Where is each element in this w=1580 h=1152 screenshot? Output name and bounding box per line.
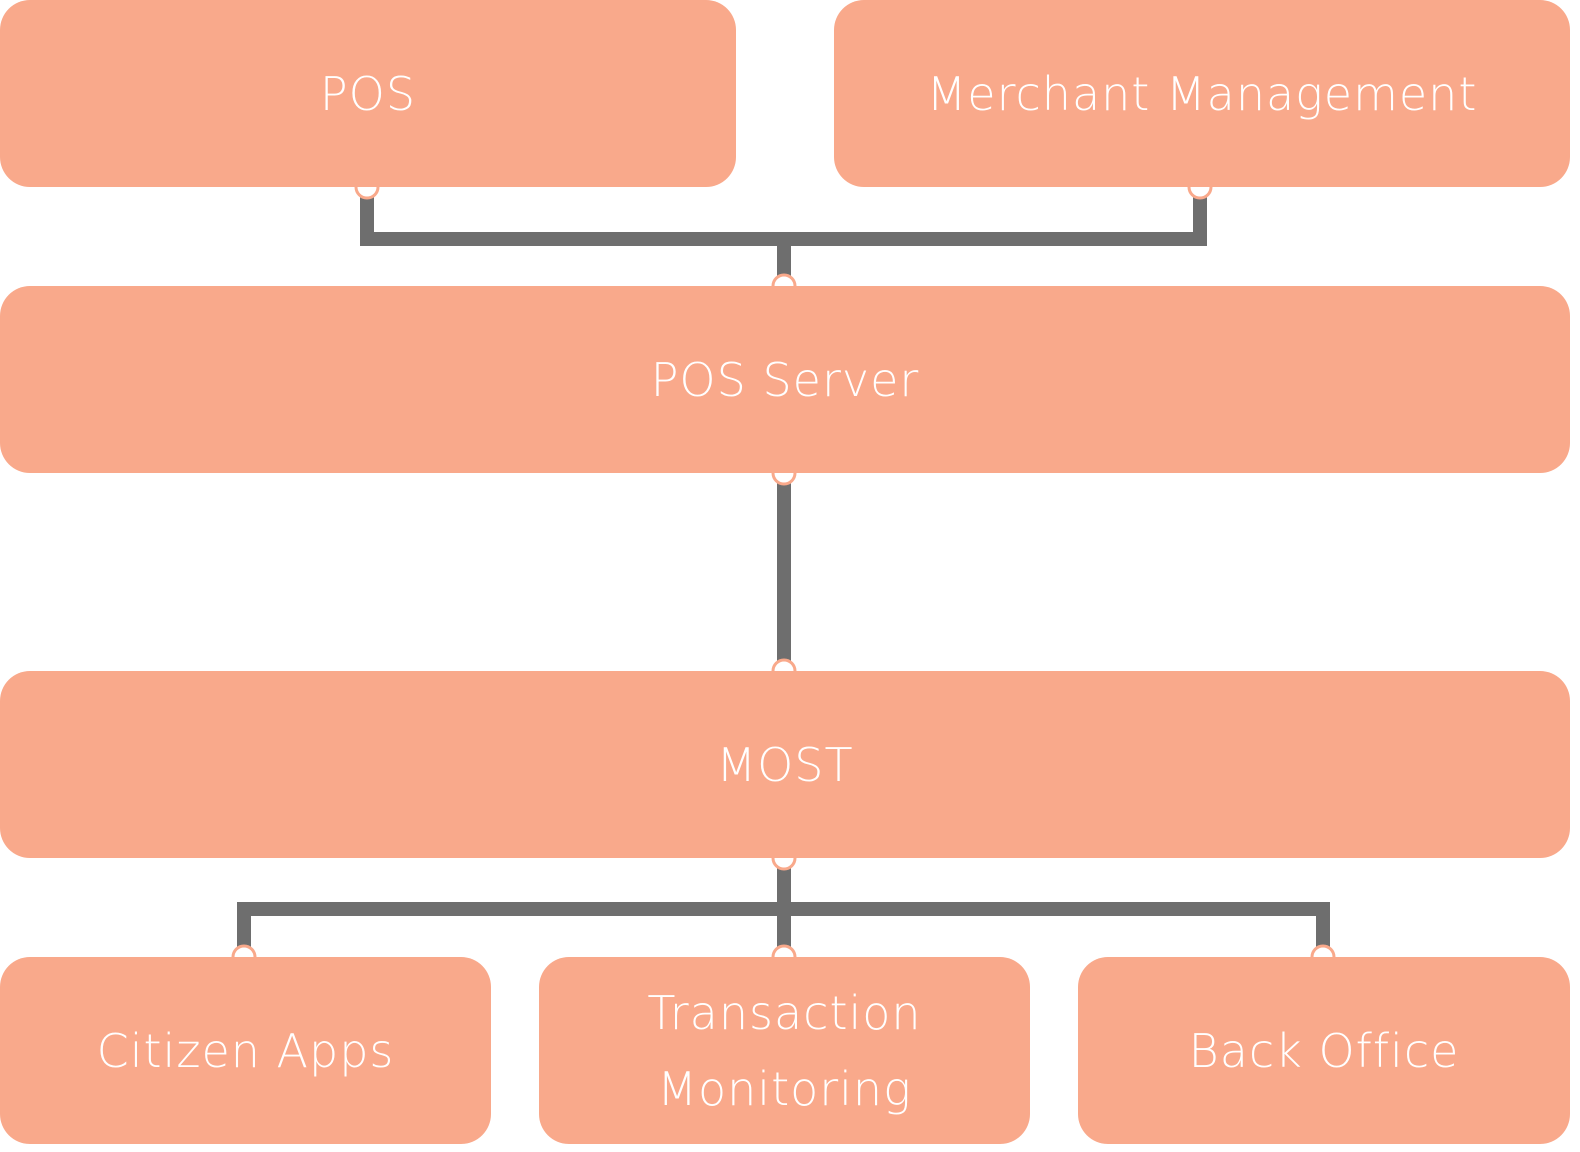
node-transaction-monitoring: Transaction Monitoring [539, 957, 1030, 1144]
node-most: MOST [0, 671, 1570, 858]
edge-merchant-to-posserver [784, 187, 1207, 246]
edge-pos-to-posserver [360, 187, 791, 286]
node-pos-server: POS Server [0, 286, 1570, 473]
node-pos-server-label: POS Server [650, 352, 920, 407]
node-back-office-label: Back Office [1188, 1023, 1460, 1078]
node-pos-label: POS [319, 66, 417, 121]
node-citizen-apps: Citizen Apps [0, 957, 491, 1144]
edge-most-to-backoffice [784, 902, 1330, 957]
node-back-office: Back Office [1078, 957, 1570, 1144]
node-citizen-apps-label: Citizen Apps [96, 1023, 395, 1078]
node-merchant-management-label: Merchant Management [926, 66, 1478, 121]
node-transaction-monitoring-label: Transaction Monitoring [647, 985, 922, 1116]
node-most-label: MOST [716, 737, 854, 792]
node-pos: POS [0, 0, 736, 187]
node-merchant-management: Merchant Management [834, 0, 1570, 187]
edge-most-to-citizen [237, 858, 791, 957]
